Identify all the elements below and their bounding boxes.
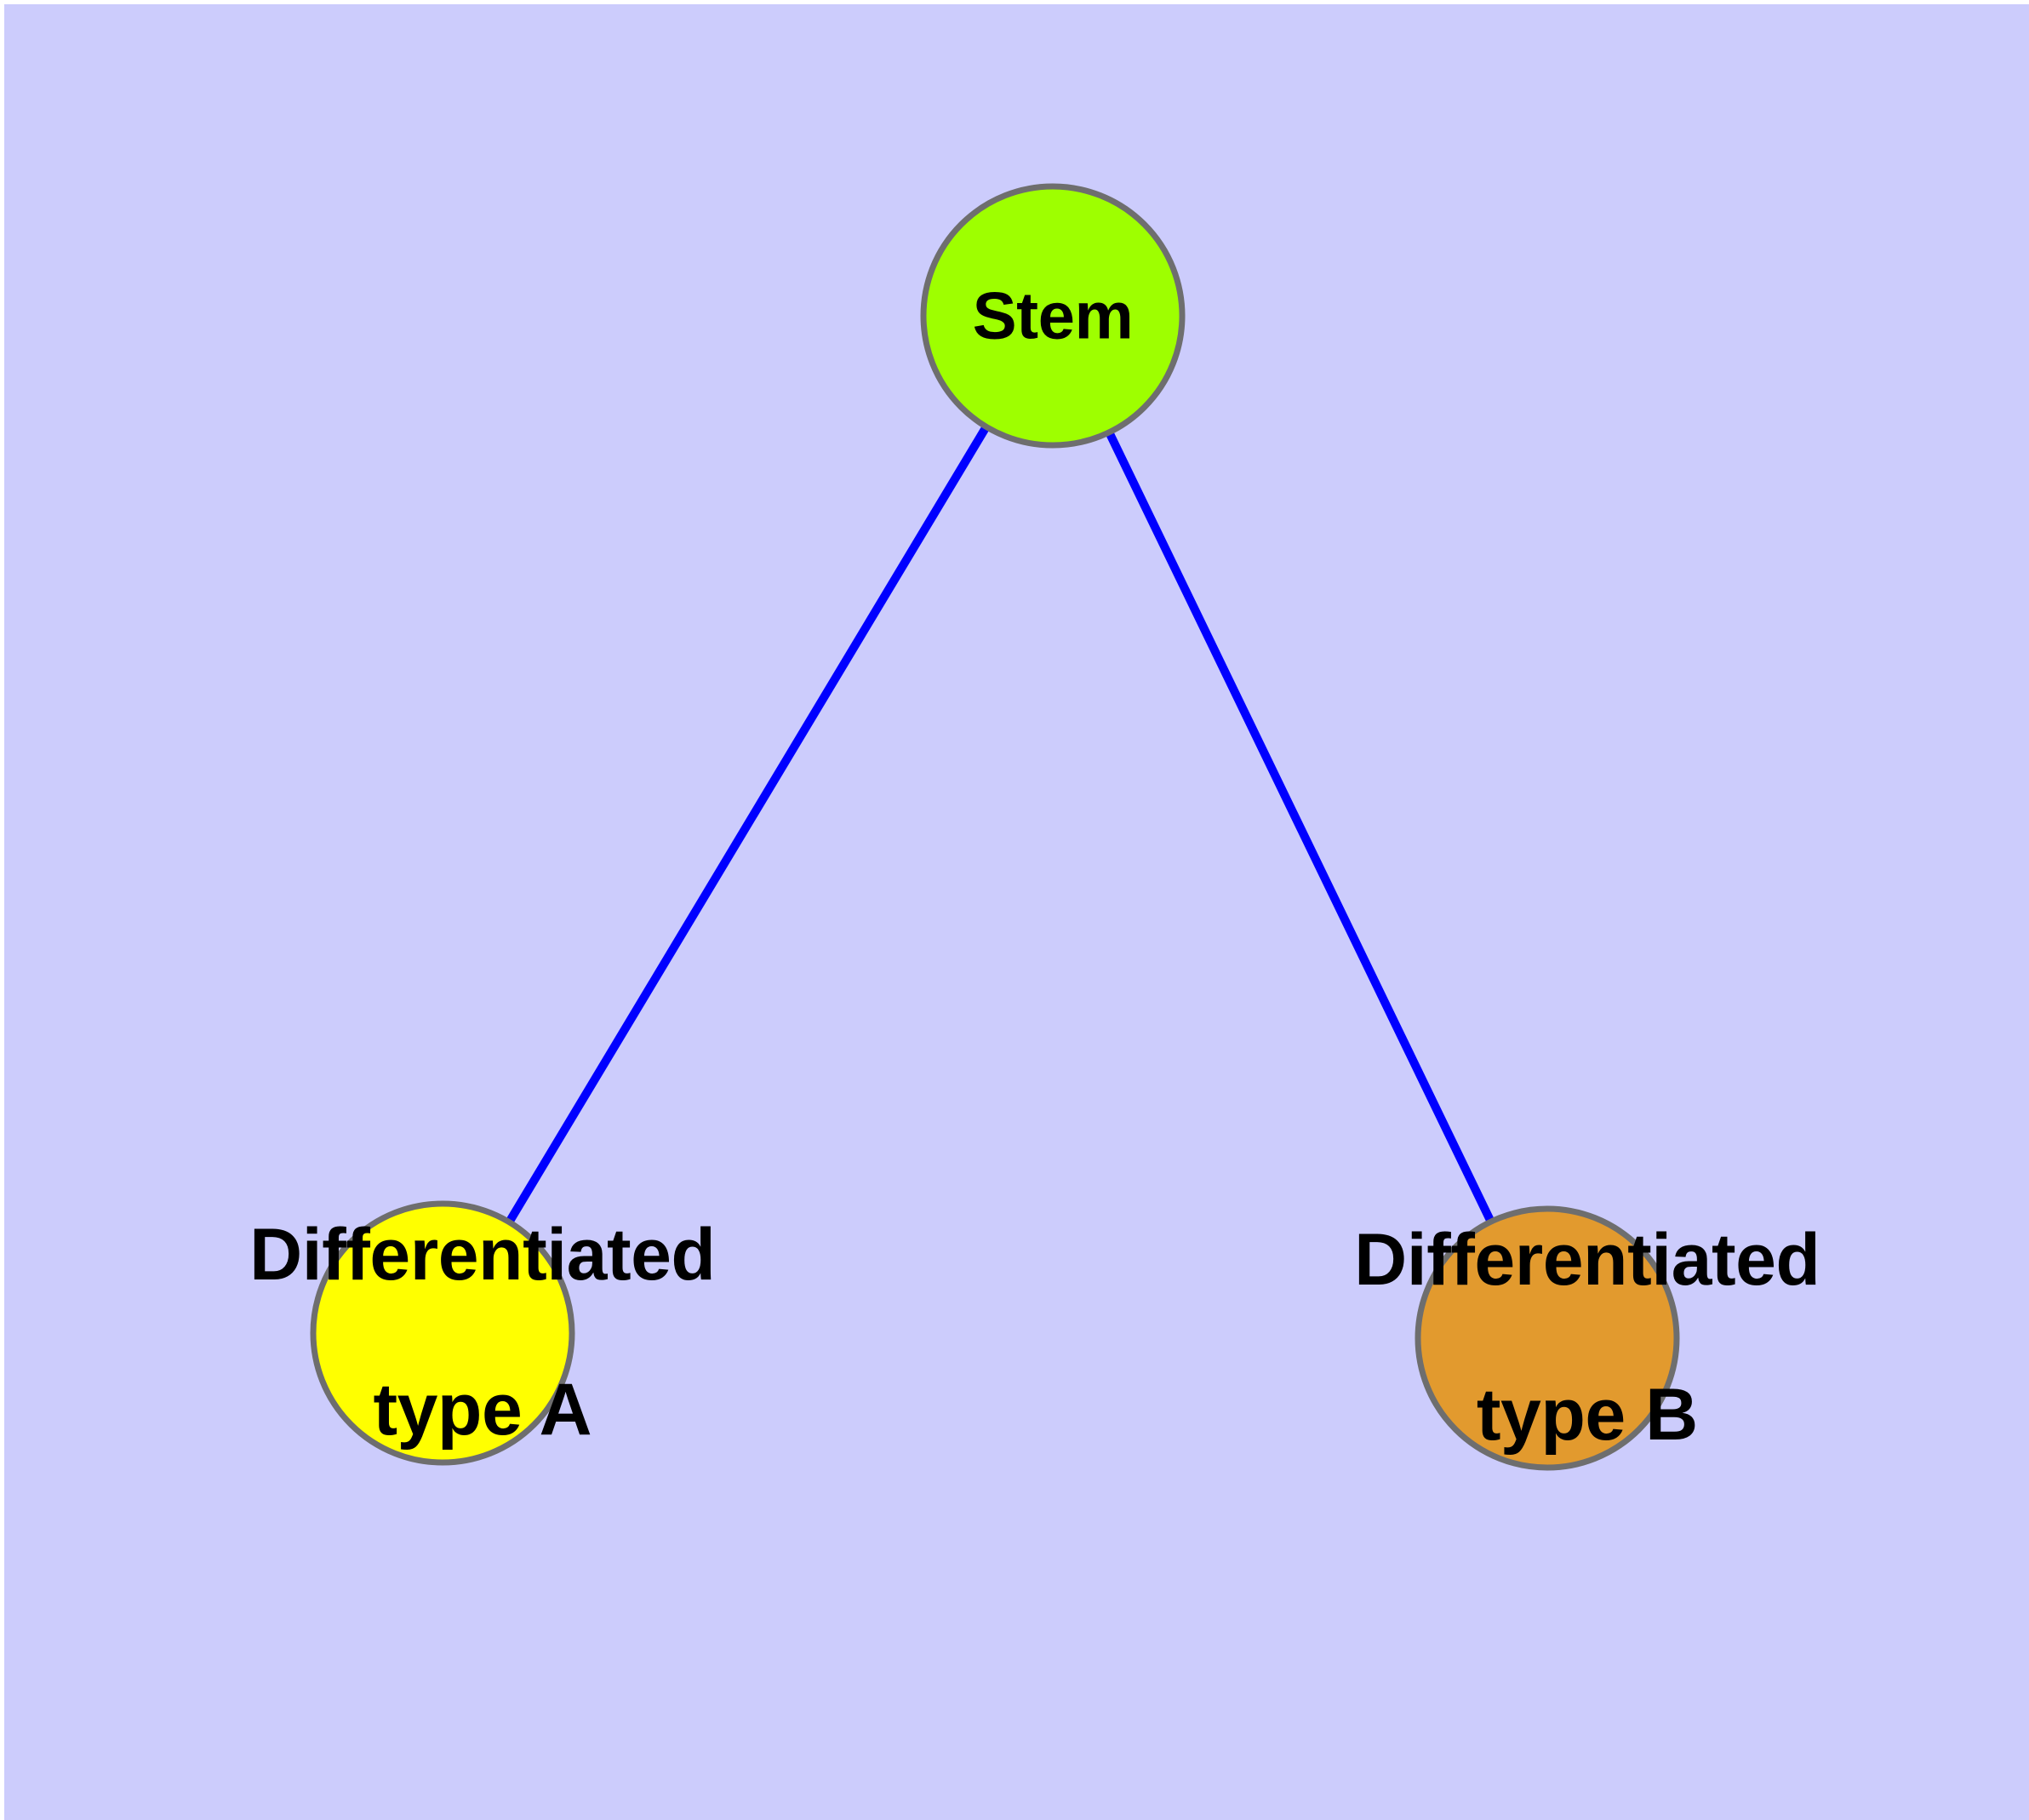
node-differentiated-type-a[interactable] [310,1200,575,1466]
edge-layer [505,424,1495,1225]
edge-stem-to-type-b [1105,430,1495,1224]
node-differentiated-type-b[interactable] [1415,1205,1680,1471]
node-stem[interactable] [920,183,1186,449]
node-layer [310,183,1680,1471]
edge-stem-to-type-a [505,424,991,1225]
